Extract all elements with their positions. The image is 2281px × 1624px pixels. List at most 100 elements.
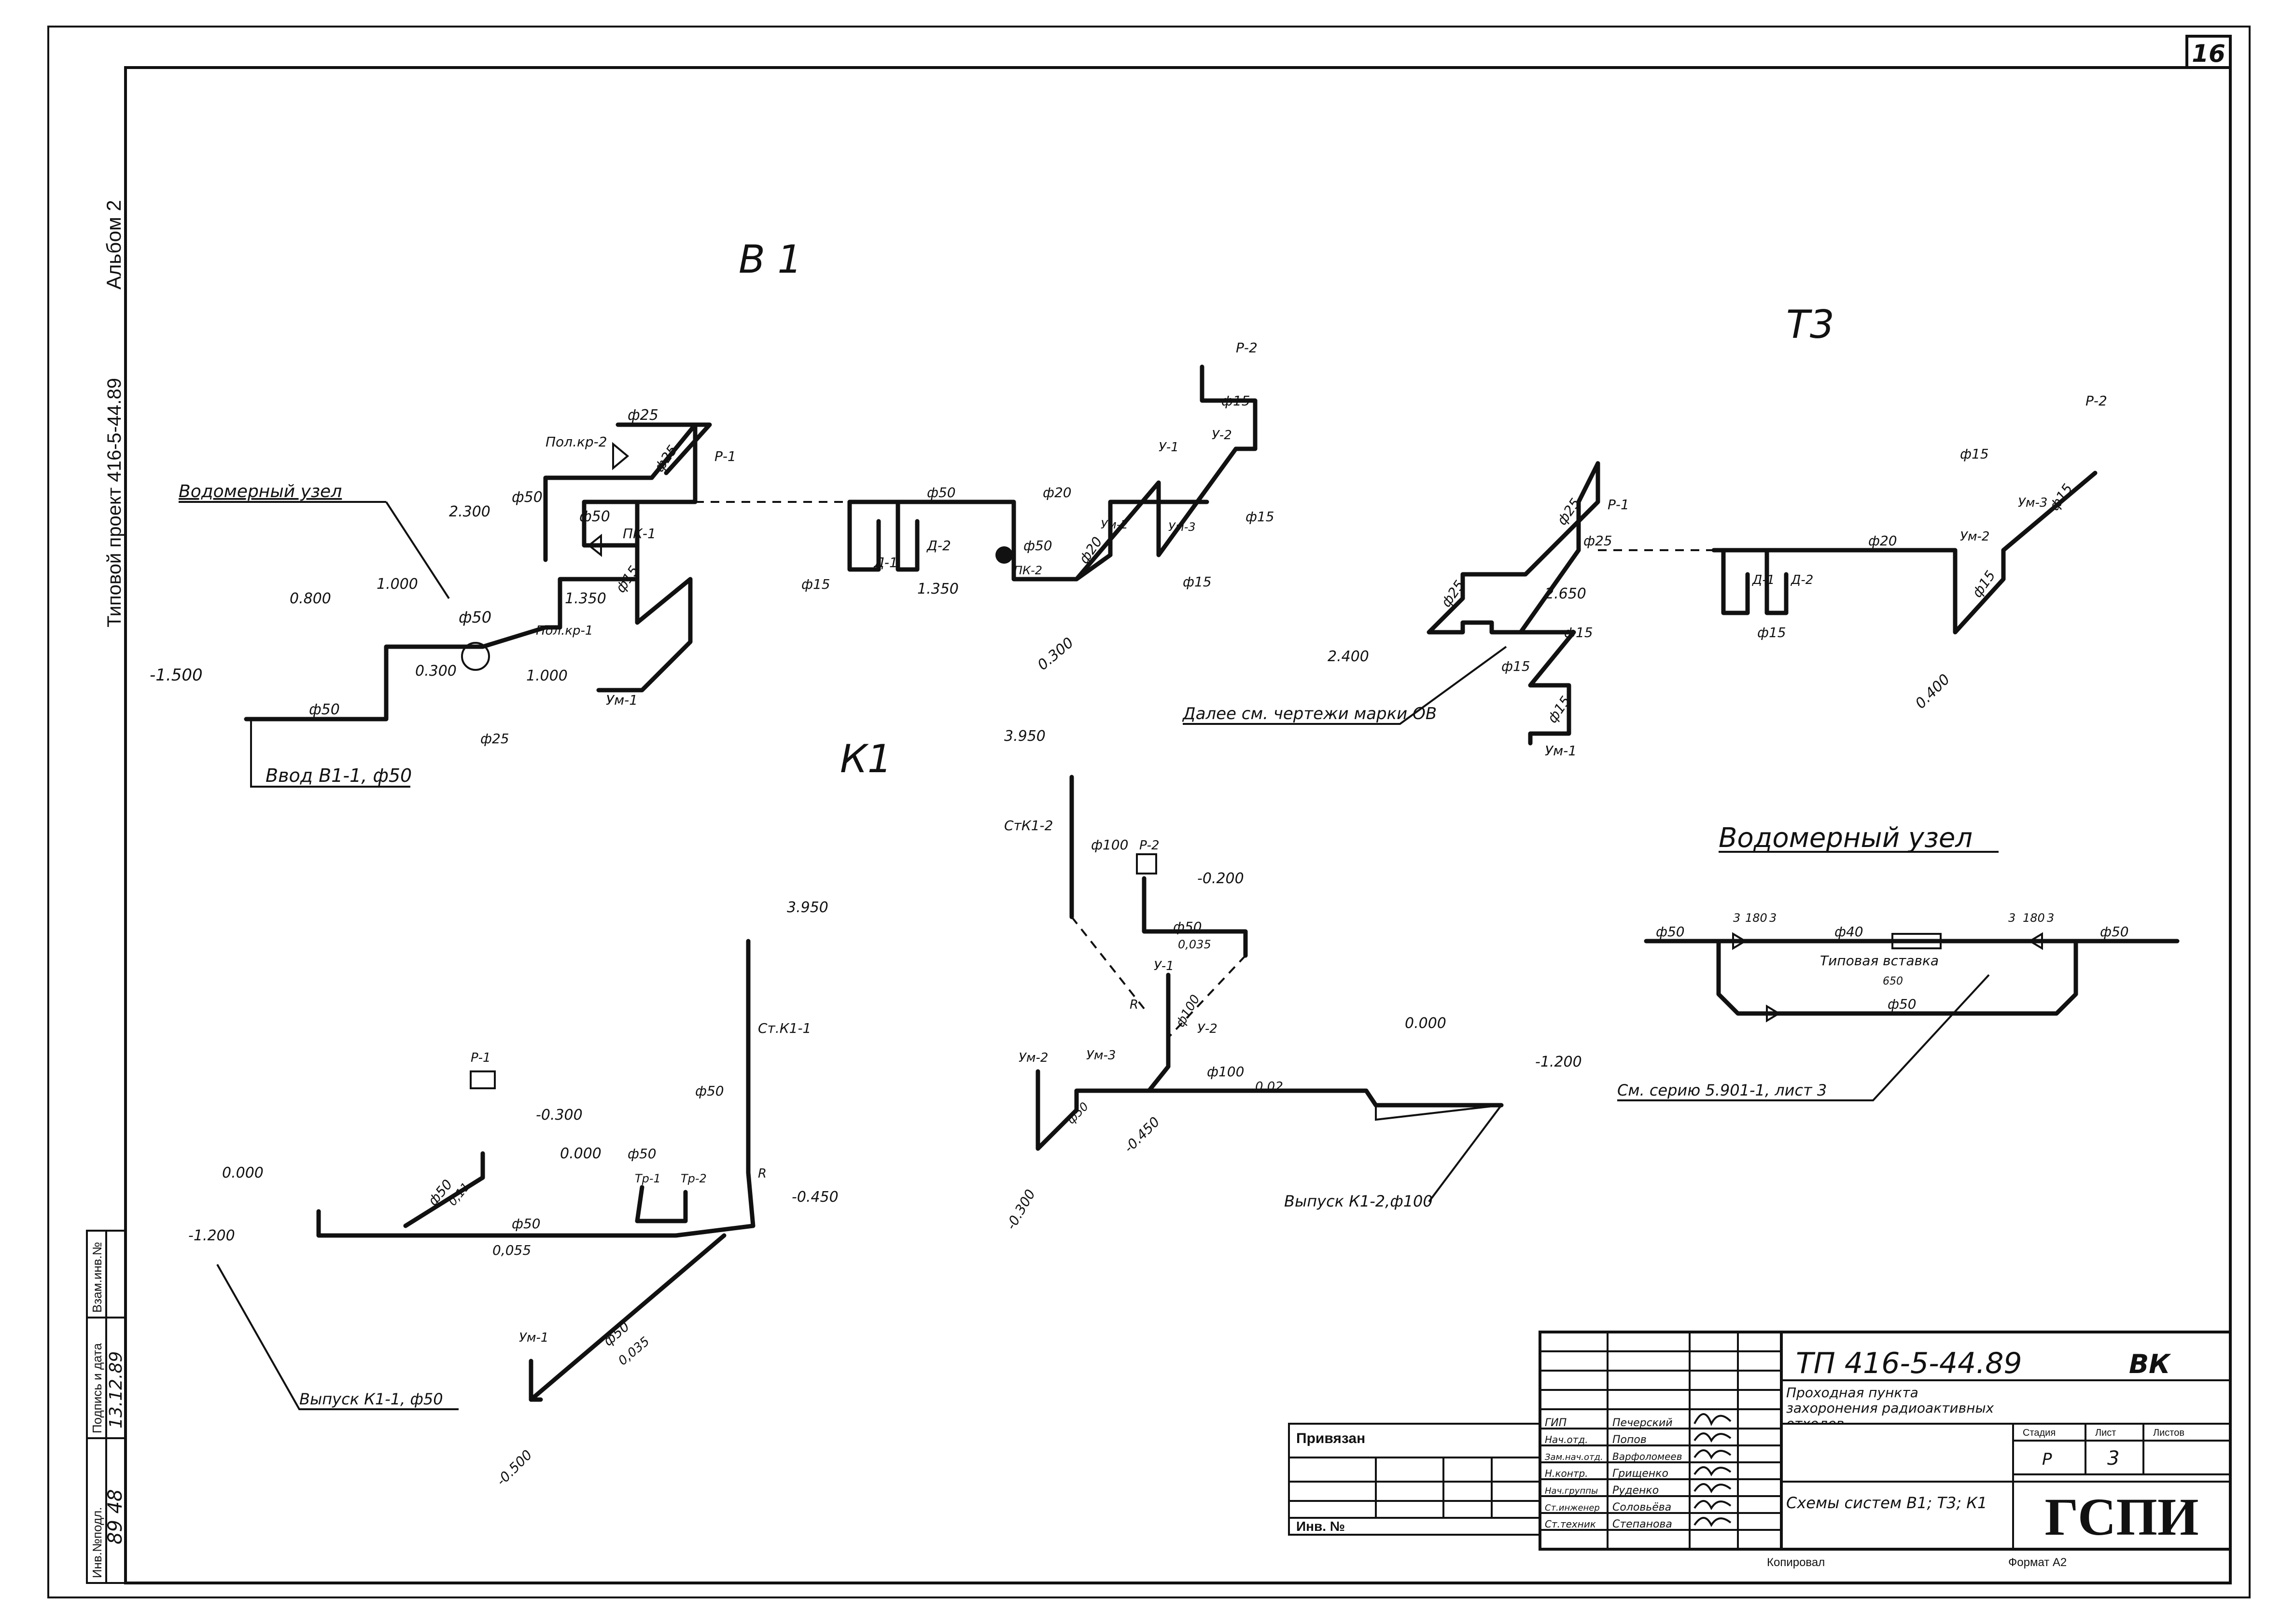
object-name: Проходная пункта захоронения радиоактивн… (1786, 1385, 1994, 1424)
t3-diameter: ф15 (1969, 568, 1999, 600)
v1-fixture: ПК-2 (1014, 564, 1042, 577)
kopiroval-label: Копировал (1767, 1556, 1825, 1569)
k1-fixture: Тр-2 (681, 1172, 707, 1185)
v1-diameter: ф50 (927, 485, 956, 500)
k1-pipe-label: ф50 (628, 1146, 657, 1162)
k1-level: -1.200 (1535, 1054, 1582, 1070)
t3-level: 2.650 (1545, 585, 1586, 602)
vodomer-label: ф40 (1834, 924, 1863, 940)
k1-um1 (529, 1359, 543, 1402)
t3-level: 0.400 (1912, 671, 1953, 712)
k1-fixture: R (1130, 998, 1138, 1012)
person: Руденко (1612, 1485, 1659, 1497)
sheet-number-box (2185, 35, 2232, 69)
vodomer-title: Водомерный узел (1719, 822, 1973, 854)
v1-fixture: Пол.кр-1 (536, 624, 593, 638)
t3-main (1427, 461, 1600, 635)
valve-icon (1732, 932, 1747, 950)
t3-diameter: ф20 (1868, 533, 1897, 549)
water-meter (461, 642, 490, 671)
v1-level: 1.000 (526, 667, 568, 684)
signature (1693, 1432, 1732, 1443)
side-stamp: Инв.№подл. Подпись и дата Взам.инв.№ 89 … (86, 1230, 126, 1584)
vodomer-label: ф50 (1888, 996, 1917, 1012)
pk2-icon (995, 546, 1013, 564)
k1-fixture: Ум-1 (519, 1331, 548, 1345)
sheet-number: 16 (2192, 40, 2225, 68)
k1-fixture: Ум-2 (1019, 1051, 1048, 1065)
k1-level: 0.000 (1405, 1015, 1446, 1032)
vodomer-dim: 3 (2047, 911, 2054, 925)
t3-fixture: Д-2 (1791, 573, 1813, 587)
vodomer-detail: Водомерный узел 3 180 3 3 180 3 ф50 ф40 … (1617, 822, 2180, 1101)
vodomer-label: ф50 (1656, 924, 1685, 940)
k1-pipe-label: Ст.К1-1 (758, 1020, 811, 1036)
v1-fixture: Ум-2 (1101, 518, 1128, 531)
role: Нач.группы (1545, 1486, 1598, 1496)
person: Печерский (1612, 1417, 1673, 1429)
k1-fixture: Р-1 (471, 1051, 491, 1065)
signature (1693, 1483, 1732, 1494)
t3-right (1711, 471, 2098, 635)
valve-icon (2028, 932, 2043, 950)
k1-pipe-label: ф50 (512, 1216, 541, 1232)
k1-pipe-label: 0,02 (1255, 1080, 1283, 1094)
k1-level: -0.450 (792, 1189, 839, 1206)
k1-level: 3.950 (1004, 728, 1046, 745)
v1-fixture: Ум-1 (606, 692, 638, 708)
v1-level: 1.350 (917, 581, 959, 597)
k1-level: -0.450 (1121, 1114, 1163, 1156)
v1-level: 2.300 (449, 503, 490, 520)
t3-fixture: Р-2 (2085, 393, 2107, 409)
k1-trap (635, 1185, 688, 1223)
role: Нач.отд. (1545, 1434, 1588, 1445)
vodomer-bypass (1716, 939, 2078, 1016)
k1-level: -0.300 (1003, 1187, 1038, 1233)
v1-upper (616, 422, 712, 475)
t3-riser (1509, 630, 1576, 746)
v1-level: 0.300 (415, 663, 457, 680)
v1-main-pipe (244, 422, 698, 722)
t3-diameter: ф15 (1564, 625, 1593, 640)
title-block: Привязан Инв. № ТП 416-5-44.89 ВК Проход… (1288, 1331, 2232, 1569)
t3-d1 (1721, 548, 1750, 615)
v1-diameter: ф25 (480, 731, 509, 747)
inner-frame (124, 66, 2232, 1584)
v1-right-riser (1074, 364, 1258, 582)
k1-um-branch (1036, 1069, 1151, 1151)
k1-pipe-label: 0,035 (1178, 938, 1211, 951)
t3-fixture: Ум-2 (1960, 529, 1989, 544)
k1-fixture: Тр-1 (635, 1172, 661, 1185)
object-name-box: Проходная пункта захоронения радиоактивн… (1786, 1385, 1994, 1424)
k1-title: К1 (840, 736, 892, 781)
k1-pipe-label: ф50 (1064, 1099, 1091, 1126)
k1-scheme: К1 3.950 3.950 -0.200 0.000 -1.200 -0.30… (188, 728, 1582, 1489)
project-code: ТП 416-5-44.89 (1796, 1346, 2022, 1380)
stamp-header-vzam: Взам.инв.№ (90, 1242, 104, 1313)
k1-level: -0.300 (536, 1107, 583, 1124)
v1-fixture: Пол.кр-2 (546, 434, 607, 450)
p1-icon (470, 1070, 496, 1089)
v1-fixture: У-1 (1159, 440, 1179, 455)
valve-icon (1766, 1004, 1781, 1023)
t3-fixture: Д-1 (1752, 573, 1775, 587)
outer-frame (47, 26, 2251, 1598)
vodomer-label: ф50 (2100, 924, 2129, 940)
v1-diameter: ф50 (579, 508, 610, 525)
project-mark: ВК (2129, 1349, 2171, 1379)
k1-fixture: У-2 (1197, 1022, 1217, 1036)
v1-diameter: ф15 (1245, 509, 1274, 525)
signature (1693, 1449, 1732, 1460)
person: Варфоломеев (1612, 1451, 1682, 1462)
v1-fixture: Р-2 (1236, 340, 1258, 356)
stamp-header-inv: Инв.№подл. (90, 1507, 104, 1578)
role: Зам.нач.отд. (1545, 1452, 1603, 1462)
t3-fixture: Ум-1 (1545, 743, 1577, 759)
v1-branch-pk (582, 500, 640, 548)
k1-level: -0.500 (493, 1447, 535, 1489)
k1-fixture: R (758, 1166, 767, 1181)
stamp-header-sign: Подпись и дата (90, 1343, 104, 1433)
v1-level: 1.000 (377, 576, 418, 593)
role: Ст.техник (1545, 1518, 1596, 1530)
vodomer-label: 650 (1883, 975, 1903, 987)
